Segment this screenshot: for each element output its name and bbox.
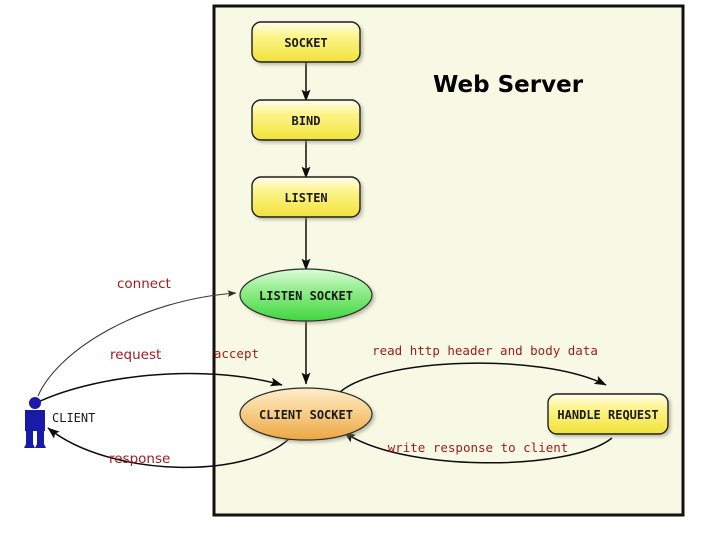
edge-label-request: request xyxy=(110,347,161,363)
node-bind-shape[interactable] xyxy=(251,99,361,141)
node-socket-shape[interactable] xyxy=(251,21,361,63)
actor-client[interactable]: CLIENT xyxy=(24,397,95,448)
edge-connect: connect xyxy=(37,276,237,397)
page-title: Web Server xyxy=(433,72,584,98)
actor-foot-left xyxy=(24,444,35,448)
edge-arrow-request xyxy=(33,372,283,405)
edge-response: response xyxy=(47,427,293,469)
actor-client-label: CLIENT xyxy=(52,411,95,425)
node-bind[interactable]: BIND xyxy=(251,99,361,141)
node-listen[interactable]: LISTEN xyxy=(251,176,361,218)
edge-arrow-response xyxy=(47,427,293,469)
edge-accept: accept xyxy=(214,321,311,385)
edge-request: request xyxy=(33,347,283,405)
node-listen-socket-label: LISTEN SOCKET xyxy=(259,289,353,303)
node-listen-socket[interactable]: LISTEN SOCKET xyxy=(239,268,373,322)
client-actor-icon xyxy=(24,397,46,448)
edge-read-http: read http header and body data xyxy=(339,343,607,393)
actor-shoulders xyxy=(25,410,45,415)
node-handle-request[interactable]: HANDLE REQUEST xyxy=(547,393,669,435)
edge-label-connect: connect xyxy=(117,276,171,292)
edge-arrow-write-response xyxy=(343,431,613,464)
node-client-socket-label: CLIENT SOCKET xyxy=(259,408,353,422)
edge-label-write-response: write response to client xyxy=(388,440,569,455)
edge-label-response: response xyxy=(109,451,170,467)
node-client-socket-shape[interactable] xyxy=(239,387,373,441)
actor-leg-left xyxy=(26,430,33,444)
node-handle-request-shape[interactable] xyxy=(547,393,669,435)
node-client-socket[interactable]: CLIENT SOCKET xyxy=(239,387,373,441)
node-handle-request-label: HANDLE REQUEST xyxy=(557,408,658,422)
node-listen-label: LISTEN xyxy=(284,191,327,205)
node-listen-socket-shape[interactable] xyxy=(239,268,373,322)
node-socket-label: SOCKET xyxy=(284,36,327,50)
actor-torso xyxy=(25,411,45,431)
actor-foot-right xyxy=(35,444,46,448)
edge-arrow-connect xyxy=(37,290,237,397)
node-socket[interactable]: SOCKET xyxy=(251,21,361,63)
edge-label-read-http: read http header and body data xyxy=(372,343,598,358)
node-bind-label: BIND xyxy=(292,114,321,128)
actor-head xyxy=(29,397,41,409)
edge-arrow-read-http xyxy=(339,362,607,393)
edge-write-response: write response to client xyxy=(343,431,613,464)
actor-leg-right xyxy=(37,430,44,444)
edge-label-accept: accept xyxy=(214,346,259,361)
node-listen-shape[interactable] xyxy=(251,176,361,218)
